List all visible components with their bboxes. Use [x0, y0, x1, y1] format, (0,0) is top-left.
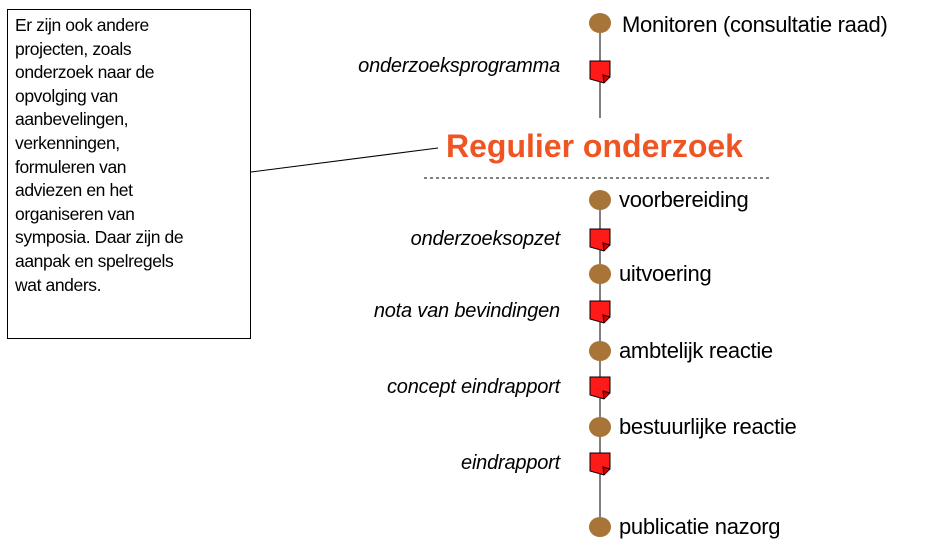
deliverable-label-onderzoeksprogramma: onderzoeksprogramma — [358, 55, 560, 77]
note-line: verkenningen, — [15, 132, 120, 153]
note-line: aanbevelingen, — [15, 109, 129, 130]
circle-dot-icon — [589, 190, 611, 210]
document-icon — [589, 228, 611, 252]
document-icon — [589, 376, 611, 400]
milestone-label-monitoren: Monitoren (consultatie raad) — [622, 12, 888, 37]
document-icon — [589, 300, 611, 324]
note-line: onderzoek naar de — [15, 62, 155, 83]
circle-dot-icon — [589, 13, 611, 33]
circle-dot-icon — [589, 517, 611, 537]
note-line: Er zijn ook andere — [15, 15, 149, 35]
milestone-label: ambtelijk reactie — [619, 338, 773, 363]
page-title: Regulier onderzoek — [446, 128, 743, 164]
deliverable-label: onderzoeksopzet — [410, 228, 561, 250]
note-line: symposia. Daar zijn de — [15, 227, 184, 248]
note-line: opvolging van — [15, 85, 118, 106]
note-line: wat anders. — [15, 274, 102, 295]
milestone-label: bestuurlijke reactie — [619, 414, 797, 439]
note-box: Er zijn ook andere projecten, zoals onderz… — [7, 9, 251, 339]
document-icon — [589, 452, 611, 476]
note-line: aanpak en spelregels — [15, 250, 174, 271]
circle-dot-icon — [589, 417, 611, 437]
callout-connector — [250, 147, 439, 173]
circle-dot-icon — [589, 341, 611, 361]
note-line: adviezen en het — [15, 180, 133, 201]
circle-dot-icon — [589, 264, 611, 284]
deliverable-label: concept eindrapport — [387, 376, 560, 398]
note-line: formuleren van — [15, 156, 127, 177]
note-line: organiseren van — [15, 203, 135, 224]
deliverable-label: eindrapport — [461, 452, 560, 474]
milestone-label: voorbereiding — [619, 187, 749, 212]
milestone-label: uitvoering — [619, 261, 712, 286]
deliverable-label: nota van bevindingen — [373, 300, 560, 322]
note-line: projecten, zoals — [15, 38, 132, 59]
milestone-label: publicatie nazorg — [619, 514, 781, 539]
document-icon — [589, 60, 611, 84]
